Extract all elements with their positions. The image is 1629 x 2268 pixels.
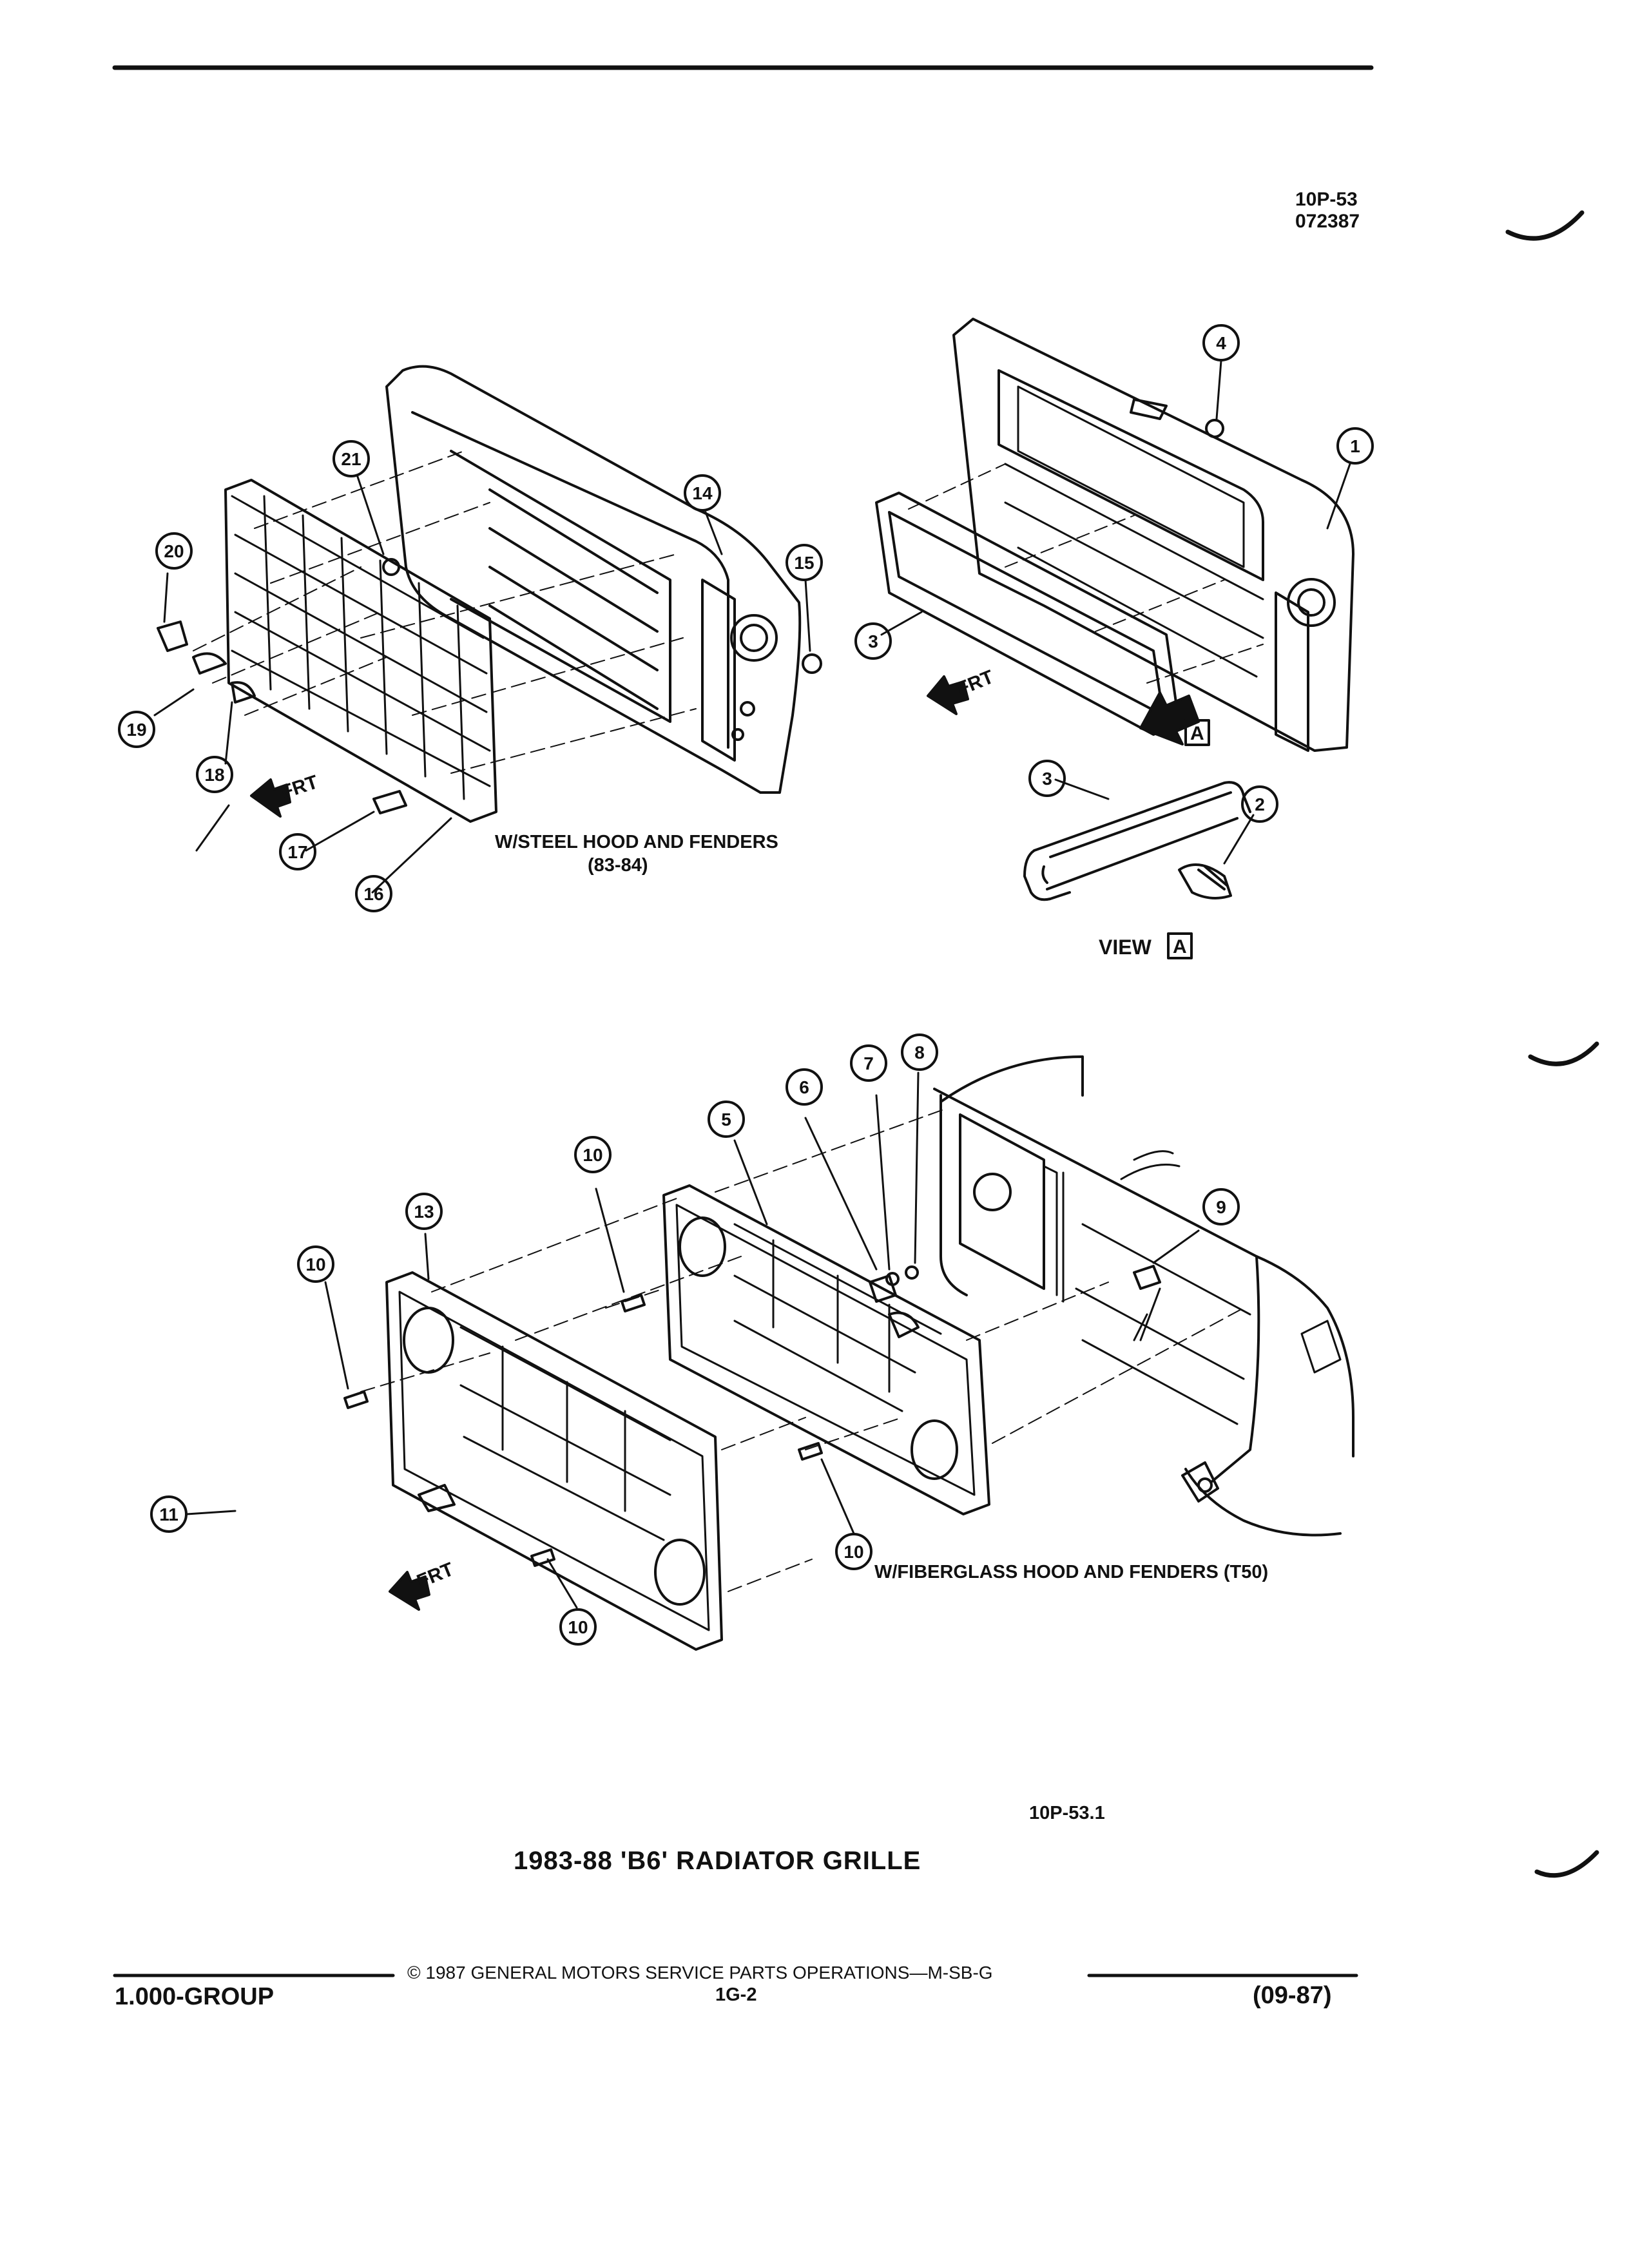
callout-num-20: 20 [164, 541, 184, 561]
callout-num-4: 4 [1216, 333, 1226, 353]
view-a-arrow [1139, 691, 1200, 745]
callout-17 [279, 833, 316, 870]
steel-years-caption: (83-84) [588, 855, 648, 876]
nut-item-4 [1205, 419, 1224, 438]
binding-marks [1505, 210, 1599, 1878]
frt-label-steel: FRT [278, 771, 321, 803]
callout-4 [1202, 324, 1240, 361]
reference-code: 10P-53 [1295, 189, 1358, 210]
callout-num-3b: 3 [1042, 769, 1052, 789]
page-number: 1G-2 [715, 1984, 757, 2005]
callout-num-10c: 10 [843, 1542, 863, 1562]
callout-num-10a: 10 [305, 1254, 325, 1274]
callout-num-13: 13 [414, 1202, 434, 1222]
callout-num-1: 1 [1350, 436, 1360, 456]
grille-outer-panel [385, 1271, 723, 1651]
callout-num-14: 14 [692, 483, 713, 503]
fiberglass-caption: W/FIBERGLASS HOOD AND FENDERS (T50) [874, 1562, 1269, 1582]
callout-num-16: 16 [363, 884, 383, 904]
frt-arrow-fiberglass [389, 1571, 430, 1611]
callout-numbers: 4 1 3 3 2 14 15 21 20 19 18 17 16 13 10 … [126, 333, 1360, 1637]
view-a-detail [1023, 781, 1251, 901]
callout-10-c [835, 1533, 872, 1570]
callout-num-15: 15 [794, 553, 814, 573]
callout-18 [196, 756, 233, 793]
callout-num-6: 6 [799, 1077, 809, 1097]
callout-3-view [1028, 760, 1066, 797]
callout-16 [355, 875, 392, 912]
page-title: 1983-88 'B6' RADIATOR GRILLE [514, 1847, 921, 1875]
frt-labels: FRT FRT FRT [278, 666, 997, 1592]
svg-text:A: A [1190, 723, 1204, 744]
callout-num-8: 8 [914, 1043, 925, 1062]
steel-radiator-support [385, 365, 802, 794]
callout-num-10b: 10 [583, 1145, 602, 1165]
view-a-label-box [1167, 932, 1193, 959]
callout-6 [786, 1068, 823, 1106]
callout-5 [708, 1100, 745, 1138]
frt-arrow-steel [250, 778, 291, 818]
callout-num-10d: 10 [568, 1617, 588, 1637]
callout-10-b [574, 1136, 612, 1173]
copyright-line: © 1987 GENERAL MOTORS SERVICE PARTS OPER… [407, 1963, 993, 1983]
fiberglass-fasteners [343, 1265, 1161, 1567]
callout-21 [333, 440, 370, 477]
seal-gasket [875, 492, 1181, 736]
callout-13 [405, 1193, 443, 1230]
fiberglass-radiator-support [952, 318, 1354, 752]
callout-2 [1241, 785, 1278, 823]
callout-1 [1336, 427, 1374, 465]
callout-circles [118, 324, 1374, 1646]
steel-alignment-lines [193, 450, 697, 774]
callout-15 [786, 544, 823, 581]
callout-20 [155, 532, 193, 570]
callout-7 [850, 1044, 887, 1082]
seal-alignment-lines [908, 463, 1264, 684]
fiberglass-alignment-lines [360, 1108, 1244, 1592]
callout-num-21: 21 [341, 449, 361, 469]
group-label: 1.000-GROUP [115, 1983, 275, 2010]
callout-14 [684, 474, 721, 512]
callout-leaders [153, 360, 1351, 1609]
figure-code: 10P-53.1 [1029, 1803, 1105, 1823]
frt-label-fiberglass: FRT [414, 1559, 456, 1592]
callout-num-18: 18 [204, 765, 224, 785]
steel-caption: W/STEEL HOOD AND FENDERS [495, 832, 778, 852]
date-code: 072387 [1295, 211, 1360, 232]
callout-num-2: 2 [1255, 794, 1265, 814]
callout-10-a [297, 1245, 334, 1283]
callout-num-7: 7 [863, 1053, 874, 1073]
revision-date: (09-87) [1253, 1982, 1332, 2009]
callout-9 [1202, 1188, 1240, 1225]
callout-num-19: 19 [126, 720, 146, 740]
view-a-box [1184, 719, 1210, 746]
frt-arrow-seal [927, 675, 969, 715]
fiberglass-front-end [933, 1055, 1354, 1537]
steel-small-parts [157, 558, 822, 814]
callout-11 [150, 1495, 188, 1533]
callout-19 [118, 711, 155, 748]
callout-num-17: 17 [287, 842, 307, 862]
svg-text:A: A [1173, 936, 1187, 957]
frt-label-seal: FRT [954, 666, 996, 700]
steel-grille-panel [224, 479, 497, 823]
callout-num-3a: 3 [868, 631, 878, 651]
callout-num-5: 5 [721, 1110, 731, 1129]
callout-num-9: 9 [1216, 1197, 1226, 1217]
view-label: VIEW [1099, 936, 1152, 959]
callout-8 [901, 1033, 938, 1071]
callout-3-top [854, 622, 892, 660]
callout-num-11: 11 [159, 1504, 178, 1524]
callout-10-d [559, 1608, 597, 1646]
